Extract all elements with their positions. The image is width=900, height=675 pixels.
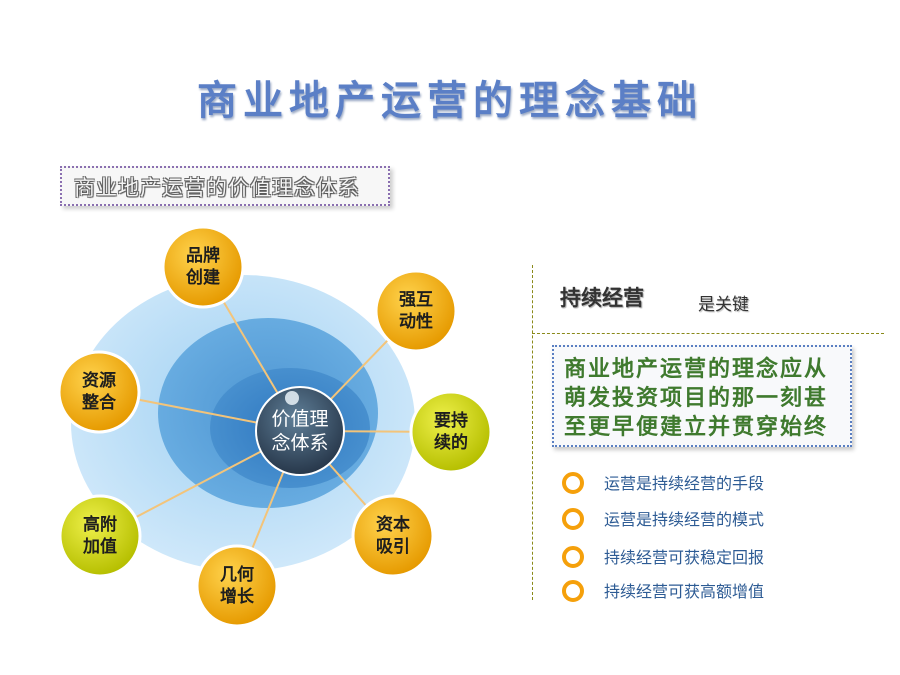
center-circle: [255, 386, 345, 476]
key-suffix: 是关键: [698, 295, 749, 315]
node-circle: [57, 350, 141, 434]
subtitle-text: 商业地产运营的价值理念体系: [74, 176, 360, 200]
key-title: 持续经营: [560, 286, 644, 310]
node-label: 品牌 创建: [186, 246, 220, 288]
horizontal-divider: [532, 333, 884, 334]
bullet-item: 持续经营可获稳定回报: [562, 544, 862, 570]
ring-icon: [562, 580, 584, 602]
node-label: 几何 增长: [220, 565, 254, 607]
node-label: 强互 动性: [399, 290, 433, 332]
node-circle: [351, 494, 435, 578]
quote-box: 商业地产运营的理念应从萌发投资项目的那一刻甚至更早便建立并贯穿始终: [552, 345, 852, 447]
vertical-divider: [532, 265, 533, 600]
page-title: 商业地产运营的理念基础: [197, 78, 703, 124]
node-label: 高附 加值: [83, 515, 117, 557]
node-circle: [374, 269, 458, 353]
node-label: 资源 整合: [82, 371, 116, 413]
node-circle: [58, 494, 142, 578]
center-highlight: [285, 391, 299, 405]
bullet-text: 持续经营可获高额增值: [604, 582, 765, 601]
bullet-item: 运营是持续经营的模式: [562, 506, 862, 532]
node-label: 要持 续的: [434, 411, 468, 453]
node-label: 资本 吸引: [376, 515, 410, 557]
ring-icon: [562, 508, 584, 530]
bullet-text: 运营是持续经营的手段: [604, 474, 765, 493]
center-label: 价值理 念体系: [271, 408, 329, 454]
node-circle: [409, 390, 493, 474]
quote-text: 商业地产运营的理念应从萌发投资项目的那一刻甚至更早便建立并贯穿始终: [564, 356, 829, 440]
bullet-item: 运营是持续经营的手段: [562, 470, 862, 496]
bullet-text: 运营是持续经营的模式: [604, 510, 765, 529]
node-circle: [161, 225, 245, 309]
bullet-item: 持续经营可获高额增值: [562, 578, 862, 604]
node-circle: [195, 544, 279, 628]
ring-icon: [562, 546, 584, 568]
subtitle-box: 商业地产运营的价值理念体系: [60, 166, 390, 206]
bullet-text: 持续经营可获稳定回报: [604, 548, 765, 567]
ring-icon: [562, 472, 584, 494]
nodes: [57, 225, 493, 628]
